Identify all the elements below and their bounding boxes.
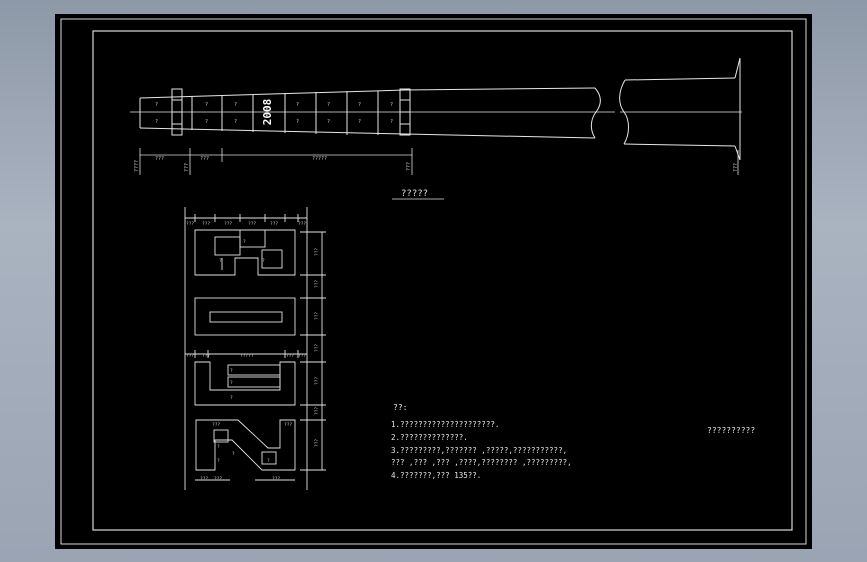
outer-frame	[60, 18, 807, 545]
svg-text:???: ???	[314, 407, 320, 415]
svg-text:???: ???	[155, 156, 164, 162]
notes-list: 1.?????????????????????. 2.?????????????…	[391, 420, 572, 480]
svg-text:???: ???	[314, 377, 320, 385]
svg-text:?: ?	[205, 119, 208, 125]
dim-left-end: ????	[134, 160, 140, 172]
inner-frame	[92, 30, 793, 531]
svg-text:?: ?	[296, 119, 299, 125]
svg-text:???: ???	[184, 163, 190, 172]
svg-text:?: ?	[267, 458, 270, 464]
break-line-left	[590, 87, 601, 139]
svg-text:???: ???	[314, 344, 320, 352]
member-top-edge	[139, 87, 596, 99]
svg-text:???: ???	[406, 162, 412, 171]
member-right-end	[734, 57, 741, 161]
svg-text:???: ???	[248, 221, 256, 227]
section-4	[195, 419, 296, 471]
dimension-labels: ??? ??? ????? ???? ??? ??? ???	[134, 156, 739, 172]
svg-text:???: ???	[314, 280, 320, 288]
svg-text:???: ???	[286, 353, 294, 359]
svg-text:?: ?	[217, 458, 220, 464]
svg-text:???: ???	[314, 312, 320, 320]
svg-text:???: ???	[224, 221, 232, 227]
svg-text:???: ???	[186, 221, 194, 227]
title-block-text: ??????????	[707, 426, 755, 435]
svg-text:???: ???	[186, 353, 194, 359]
svg-text:?: ?	[217, 444, 220, 450]
svg-text:?: ?	[327, 119, 330, 125]
upper-view-title: ?????	[401, 189, 428, 199]
break-line-right	[619, 79, 629, 145]
section-details	[184, 207, 326, 490]
svg-text:?: ?	[296, 102, 299, 108]
section-2	[194, 297, 296, 336]
svg-text:???: ???	[202, 353, 210, 359]
section-labels: ????????? ????????? ??? ??? ??? ??? ??? …	[186, 221, 320, 482]
member-bottom-edge	[139, 127, 596, 139]
svg-text:???: ???	[298, 221, 306, 227]
section-3	[194, 361, 296, 406]
svg-text:?: ?	[155, 119, 158, 125]
svg-text:?: ?	[390, 119, 393, 125]
svg-text:???: ???	[202, 221, 210, 227]
svg-text:?: ?	[155, 102, 158, 108]
svg-text:???: ???	[212, 422, 220, 428]
note-line: 1.?????????????????????.	[391, 420, 499, 429]
svg-text:???: ???	[284, 422, 292, 428]
member-elevation	[130, 57, 742, 161]
svg-text:???: ???	[314, 439, 320, 447]
svg-text:?: ?	[230, 380, 233, 386]
note-line: 2.??????????????.	[391, 433, 468, 442]
stamp-number: 2008	[261, 99, 274, 126]
note-line: 4.???????,??? 135??.	[391, 471, 481, 480]
dim-right-end: ???	[733, 163, 739, 172]
note-line: ??? ,??? ,??? ,????,???????? ,?????????,	[391, 458, 572, 467]
svg-text:?: ?	[232, 451, 235, 457]
svg-text:?: ?	[390, 102, 393, 108]
svg-text:?: ?	[205, 102, 208, 108]
svg-text:?: ?	[358, 102, 361, 108]
svg-text:?: ?	[219, 258, 222, 264]
svg-text:?: ?	[230, 395, 233, 401]
svg-text:?: ?	[234, 119, 237, 125]
svg-text:???: ???	[298, 353, 306, 359]
svg-text:???: ???	[200, 476, 208, 482]
section-1	[194, 229, 296, 276]
dim-overall: ?????	[312, 156, 327, 162]
svg-text:?????: ?????	[240, 353, 254, 359]
segment-marks: ?? ?? ?? ?? ?? ?? ??	[155, 102, 393, 125]
svg-text:?: ?	[230, 368, 233, 374]
svg-text:???: ???	[272, 476, 280, 482]
svg-text:???: ???	[270, 221, 278, 227]
member-right-top	[624, 77, 736, 81]
svg-text:???: ???	[200, 156, 209, 162]
drawing-sheet	[55, 14, 812, 549]
svg-text:?: ?	[358, 119, 361, 125]
notes-heading: ??:	[393, 403, 407, 412]
note-line: 3.?????????,??????? ,?????,???????????,	[391, 446, 567, 455]
svg-text:?: ?	[327, 102, 330, 108]
dimension-line	[139, 148, 739, 175]
svg-text:???: ???	[214, 476, 222, 482]
member-right-bottom	[623, 143, 736, 147]
svg-text:?: ?	[234, 102, 237, 108]
svg-text:?: ?	[243, 239, 246, 245]
svg-text:???: ???	[314, 248, 320, 256]
svg-text:?: ?	[262, 258, 265, 264]
